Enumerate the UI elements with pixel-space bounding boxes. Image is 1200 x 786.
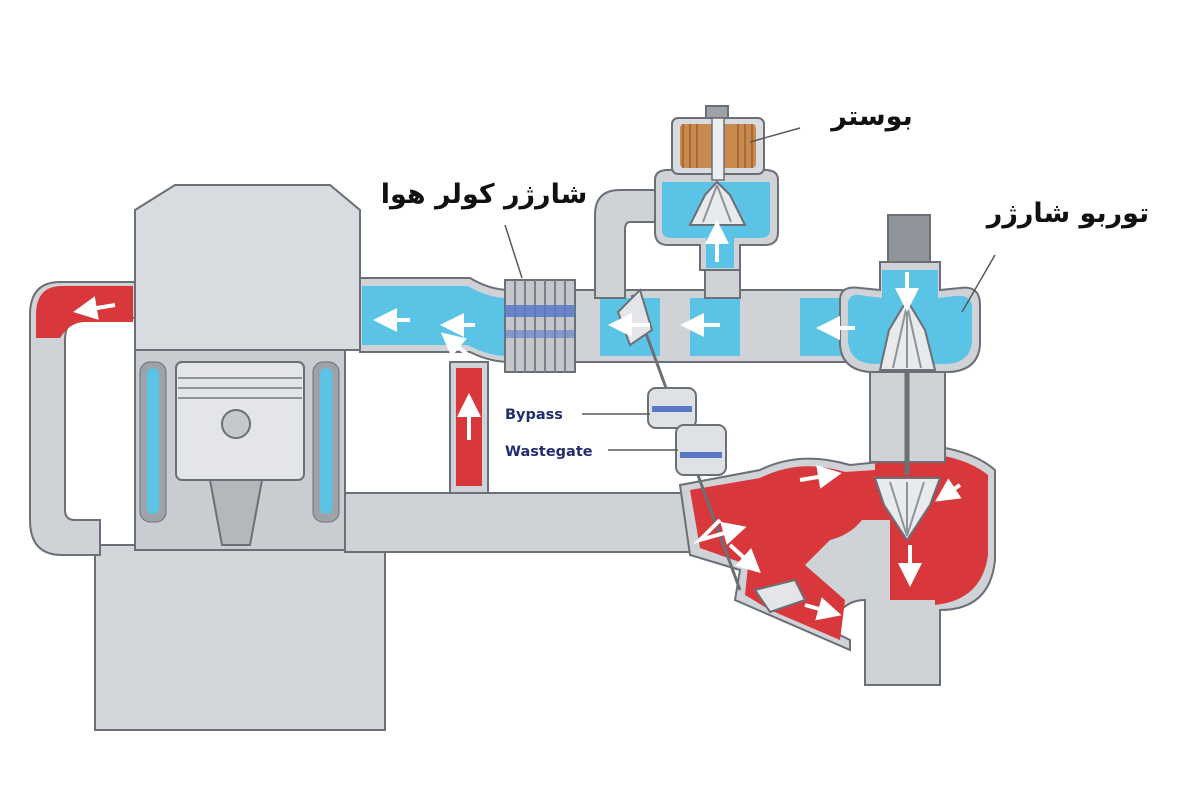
booster-label: بوستر bbox=[829, 101, 912, 132]
charge-air-cooler bbox=[504, 279, 576, 373]
exhaust-flow-arrows bbox=[73, 296, 962, 621]
cylinder-wall-left bbox=[139, 361, 167, 523]
booster-motor bbox=[671, 105, 765, 181]
intake-flow-arrows bbox=[373, 220, 919, 357]
bypass-riser bbox=[449, 361, 489, 494]
compressor-wheel bbox=[878, 298, 937, 371]
exhaust-manifold-left bbox=[29, 281, 136, 556]
piston bbox=[175, 361, 305, 546]
leader-lines bbox=[504, 127, 996, 451]
turbine-housing bbox=[678, 443, 996, 686]
turbine-wheel bbox=[873, 477, 942, 542]
wastegate-valve bbox=[675, 424, 807, 614]
exhaust-pipe bbox=[344, 492, 701, 553]
turbocharger-label: توربو شارژر bbox=[985, 198, 1149, 229]
cylinder-wall-right bbox=[312, 361, 340, 523]
piston-pin bbox=[221, 409, 251, 439]
charge-air-cooler-label: شارژر کولر هوا bbox=[381, 179, 588, 210]
bypass-label: Bypass bbox=[505, 407, 563, 423]
wastegate-label: Wastegate bbox=[505, 444, 593, 460]
